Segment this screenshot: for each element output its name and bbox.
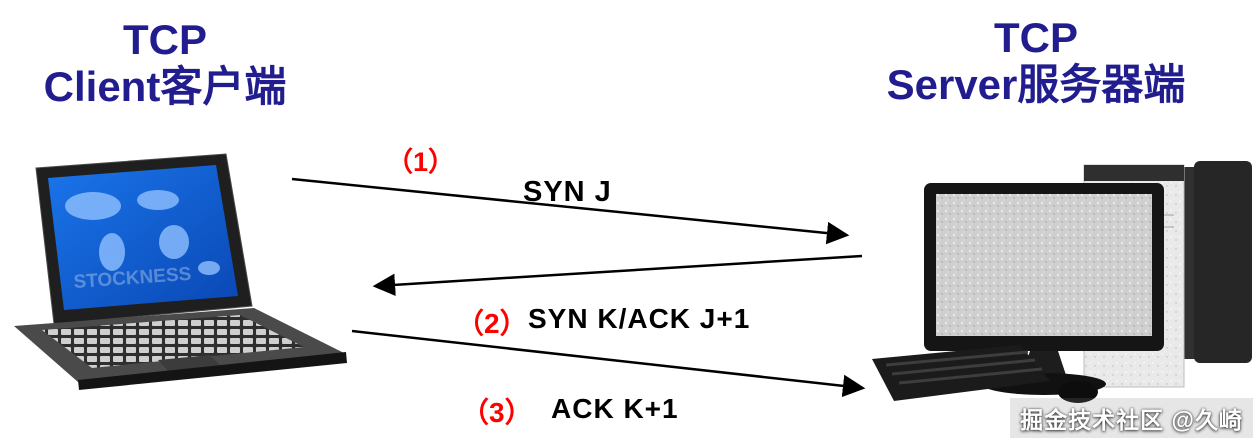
monitor-screen [936,194,1152,336]
laptop-keyboard [42,315,304,368]
server-keyboard [872,345,1050,401]
server-title-line2: Server服务器端 [886,61,1186,109]
arrow-syn-client-to-server [291,177,850,245]
site-watermark: 掘金技术社区 @久崎 [1010,398,1253,438]
client-title-line1: TCP [123,16,207,63]
laptop-front-edge [78,352,347,390]
step-3-number: （3） [461,397,533,428]
world-map-graphic [65,190,220,275]
speaker [1194,161,1252,363]
client-title: TCP Client客户端 [15,16,315,110]
arrow-ack-client-to-server [351,329,866,398]
step-2-label: SYN K/ACK J+1 [528,303,751,334]
laptop-trackpad [158,355,220,371]
step-1-label: SYN J [523,176,612,208]
server-desktop-image [872,161,1252,403]
server-mouse [1058,381,1098,403]
server-title-line1: TCP [994,14,1078,61]
step-1-number: （1） [386,147,456,177]
client-title-line2: Client客户端 [43,63,287,111]
step-3-label: ACK K+1 [551,393,679,424]
client-laptop-image: STOCKNESS [14,153,347,390]
server-title: TCP Server服务器端 [862,14,1210,108]
server-monitor [924,183,1164,395]
step-2-number: （2） [456,308,528,339]
arrow-synack-server-to-client [372,254,863,297]
